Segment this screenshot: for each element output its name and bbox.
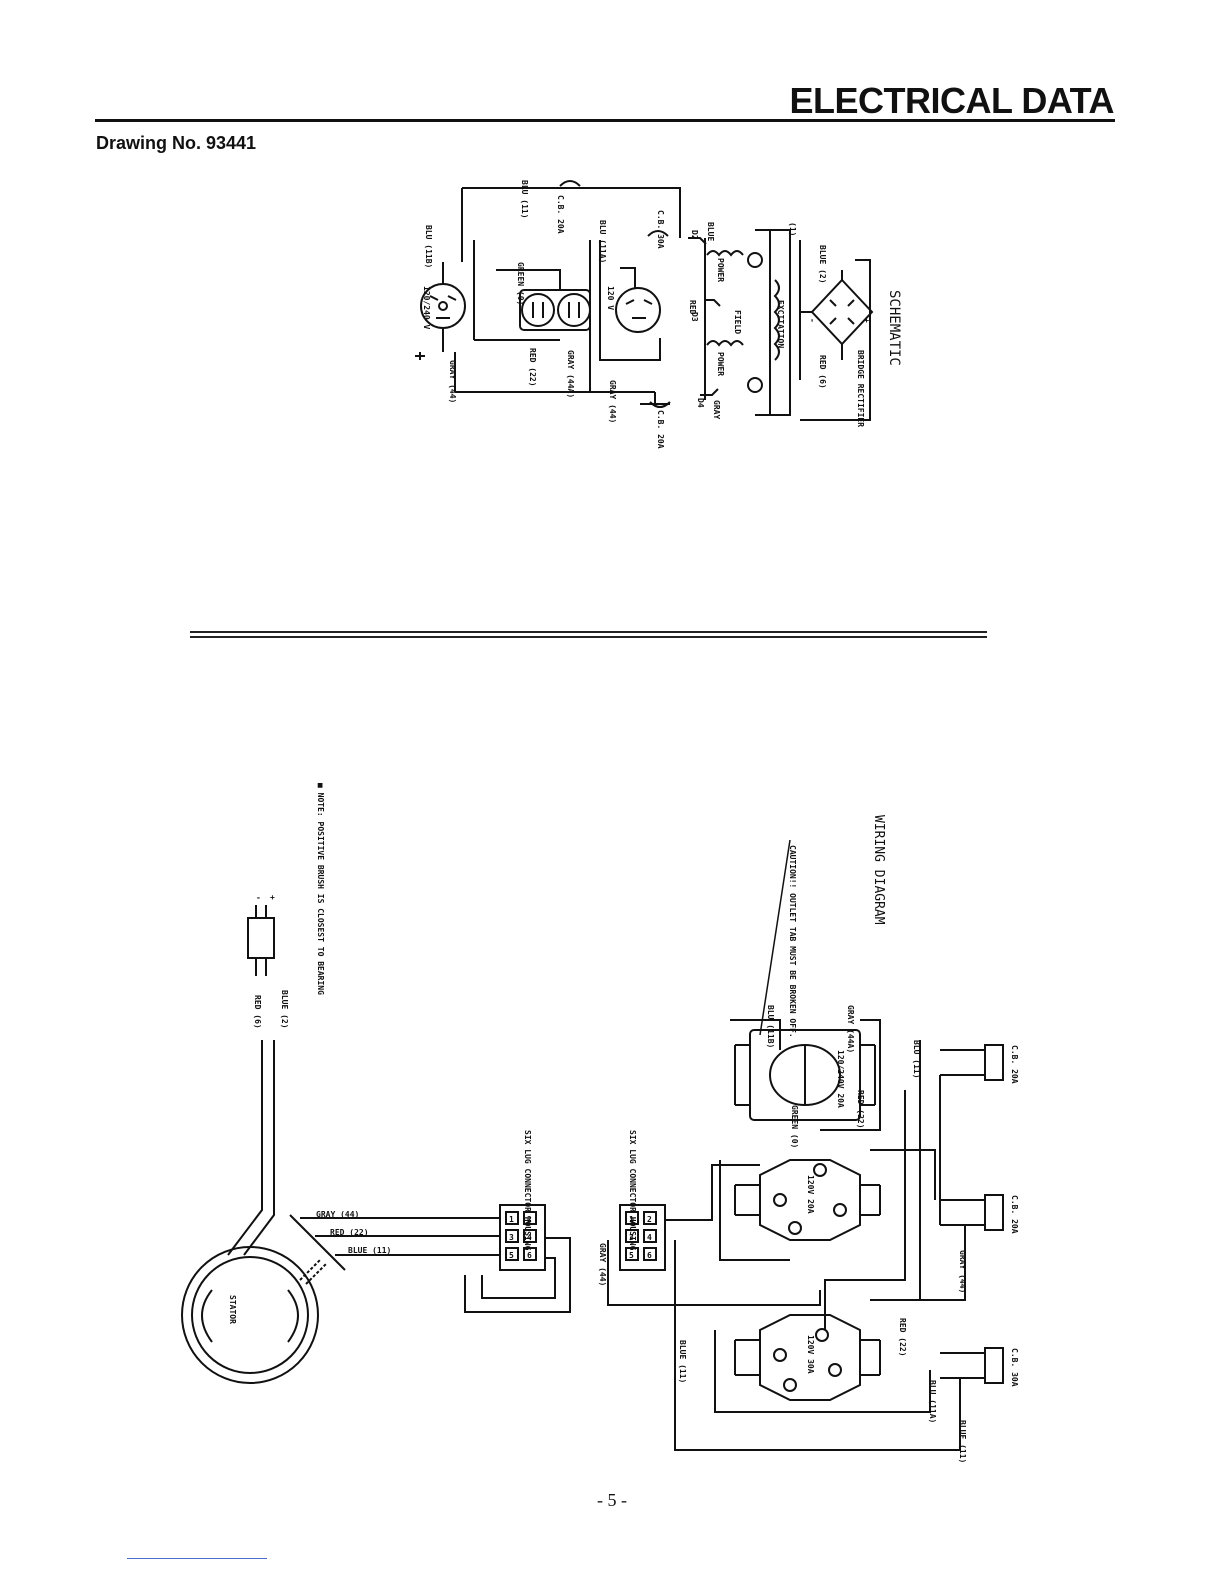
page-number: - 5 - — [597, 1490, 627, 1510]
red-22-wire-label: RED (22) — [330, 1228, 369, 1237]
red-wire-label: RED — [688, 300, 697, 315]
blu-11-label: BLU (11) — [520, 180, 529, 219]
outlet-120-20-label: 120V 20A — [806, 1175, 815, 1214]
plus-label: + — [862, 318, 871, 323]
lug2-pin-6: 6 — [647, 1251, 652, 1260]
field-label: FIELD — [733, 310, 742, 334]
note-label: ■ NOTE: POSITIVE BRUSH IS CLOSEST TO BEA… — [316, 783, 325, 995]
bridge-rectifier-label: BRIDGE RECTIFIER — [856, 350, 865, 427]
lug1-pin-4: 4 — [527, 1233, 532, 1242]
power-top-label: POWER — [716, 258, 725, 282]
lug2-pin-3: 3 — [629, 1233, 634, 1242]
section-divider-bottom — [190, 636, 987, 638]
excitation-label: EXCITATION — [776, 300, 785, 348]
blu-11a-label: BLU (11A) — [928, 1380, 937, 1423]
cb-30a-label: C.B. 30A — [1010, 1348, 1019, 1387]
blu-11a-label: BLU (11A) — [598, 220, 607, 263]
blu-11b-label: BLU (11B) — [424, 225, 433, 268]
blue-11c-label: BLUE (11) — [678, 1340, 687, 1383]
section-divider-top — [190, 631, 987, 633]
six-lug-1-label: SIX LUG CONNECTOR HOUSING — [523, 1130, 532, 1251]
gray-44-wire-label: GRAY (44) — [316, 1210, 359, 1219]
drawing-number: Drawing No. 93441 — [96, 133, 257, 153]
gray-44a-label: GRAY (44A) — [566, 350, 575, 398]
stator-label: STATOR — [228, 1295, 237, 1324]
blu-11b-label: BLU (11B) — [766, 1005, 775, 1048]
red-22c-label: RED (22) — [898, 1318, 907, 1357]
cb-mid-label: C.B. 30A — [656, 210, 665, 249]
blu-11-label: BLU (11) — [912, 1040, 921, 1079]
power-bottom-label: POWER — [716, 352, 725, 376]
cb-20a-top-label: C.B. 20A — [1010, 1045, 1019, 1084]
outlet-120-30-label: 120V 30A — [806, 1335, 815, 1374]
wiring-title: WIRING DIAGRAM — [871, 815, 886, 925]
red-22-label: RED (22) — [528, 348, 537, 387]
red-6-brush-label: RED (6) — [253, 995, 262, 1029]
lug2-pin-1: 1 — [629, 1215, 634, 1224]
v120-label: 120 V — [606, 286, 615, 310]
footer-line — [127, 1558, 267, 1559]
cb-top-label: C.B. 20A — [556, 195, 565, 234]
gray-44-label: GRAY (44) — [448, 360, 457, 403]
lug2-pin-5: 5 — [629, 1251, 634, 1260]
d3-label: D3 — [690, 312, 699, 322]
cb-20a-mid-label: C.B. 20A — [1010, 1195, 1019, 1234]
blue-11d-label: BLUE (11) — [958, 1420, 967, 1463]
outlet-120-240-label: 120/240V 20A — [836, 1050, 845, 1108]
lug2-pin-2: 2 — [647, 1215, 652, 1224]
caution-label: CAUTION!! OUTLET TAB MUST BE BROKEN OFF. — [788, 845, 797, 1038]
gray-44a-label: GRAY (44A) — [846, 1005, 855, 1053]
page-title: ELECTRICAL DATA — [789, 80, 1115, 121]
schematic-diagram: SCHEMATIC BRIDGE RECTIFIER EXCITATION FI… — [415, 180, 902, 449]
blue-11-wire-label: BLUE (11) — [348, 1246, 391, 1255]
lug1-pin-6: 6 — [527, 1251, 532, 1260]
d4-label: D4 — [696, 398, 705, 408]
lug1-pin-5: 5 — [509, 1251, 514, 1260]
lug1-pin-2: 2 — [527, 1215, 532, 1224]
red-22b-label: RED (22) — [856, 1090, 865, 1129]
d2-label: D2 — [690, 230, 699, 240]
minus-label: - — [808, 318, 817, 323]
gray-44b-label: GRAY (44) — [608, 380, 617, 423]
d1-label: (1) — [788, 222, 797, 236]
green-0-label: GREEN (0) — [790, 1105, 799, 1148]
header-rule — [95, 119, 1115, 122]
brush-minus-label: - — [256, 893, 261, 902]
gray-44b-label: GRAY (44) — [958, 1250, 967, 1293]
schematic-title: SCHEMATIC — [886, 290, 902, 366]
lug2-pin-4: 4 — [647, 1233, 652, 1242]
brush-plus-label: + — [270, 893, 275, 902]
gray-44c-label: GRAY (44) — [598, 1243, 607, 1286]
lug1-pin-3: 3 — [509, 1233, 514, 1242]
six-lug-2-label: SIX LUG CONNECTOR HOUSING — [628, 1130, 637, 1251]
green-label: GREEN (0) — [516, 262, 525, 305]
v120-240-label: 120/240 V — [422, 286, 431, 330]
red-6-label: RED (6) — [818, 355, 827, 389]
blue-2-brush-label: BLUE (2) — [280, 990, 289, 1029]
gray-wire-label: GRAY — [712, 400, 721, 419]
lug1-pin-1: 1 — [509, 1215, 514, 1224]
blue-2-label: BLUE (2) — [818, 245, 827, 284]
cb-bottom-label: C.B. 20A — [656, 410, 665, 449]
blue-wire-label: BLUE — [706, 222, 715, 241]
